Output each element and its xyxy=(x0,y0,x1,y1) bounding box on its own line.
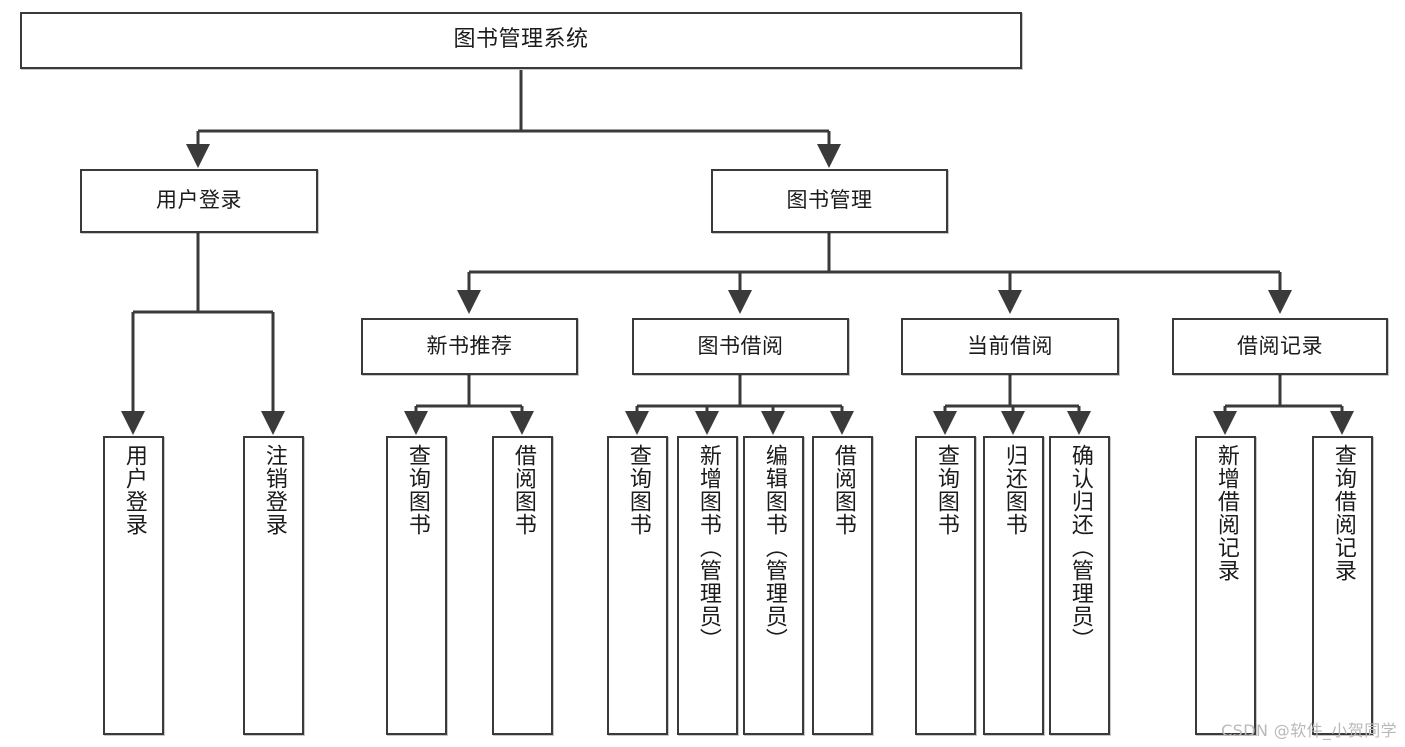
node-user-login[interactable]: 用户登录 xyxy=(80,169,318,233)
node-leaf-query-book-2-label: 查询图书 xyxy=(625,444,651,536)
node-leaf-return-book-label: 归还图书 xyxy=(1001,444,1027,536)
node-borrow-record-label: 借阅记录 xyxy=(1237,333,1323,358)
node-new-book-recommend-label: 新书推荐 xyxy=(426,333,513,358)
node-leaf-query-record[interactable]: 查询借阅记录 xyxy=(1312,436,1373,735)
node-leaf-edit-book-label: 编辑图书（管理员） xyxy=(761,444,787,651)
node-leaf-confirm-return[interactable]: 确认归还（管理员） xyxy=(1049,436,1110,735)
node-leaf-user-login-label: 用户登录 xyxy=(121,444,147,536)
watermark-text: CSDN @软件_小贺同学 xyxy=(1221,721,1397,740)
node-leaf-confirm-return-label: 确认归还（管理员） xyxy=(1067,444,1093,651)
node-leaf-edit-book[interactable]: 编辑图书（管理员） xyxy=(743,436,804,735)
node-current-borrow-label: 当前借阅 xyxy=(967,333,1053,358)
node-leaf-borrow-book-2-label: 借阅图书 xyxy=(830,444,856,536)
node-leaf-query-book-3[interactable]: 查询图书 xyxy=(915,436,976,735)
node-leaf-query-record-label: 查询借阅记录 xyxy=(1330,444,1356,582)
node-book-manage[interactable]: 图书管理 xyxy=(711,169,948,233)
node-leaf-add-record-label: 新增借阅记录 xyxy=(1213,444,1239,582)
node-leaf-return-book[interactable]: 归还图书 xyxy=(983,436,1044,735)
node-leaf-query-book-1-label: 查询图书 xyxy=(404,444,430,536)
node-book-manage-label: 图书管理 xyxy=(786,188,873,213)
node-leaf-user-login[interactable]: 用户登录 xyxy=(103,436,164,735)
node-user-login-label: 用户登录 xyxy=(156,188,242,213)
node-leaf-logout-login[interactable]: 注销登录 xyxy=(243,436,304,735)
node-leaf-logout-login-label: 注销登录 xyxy=(261,444,287,536)
node-book-borrow-label: 图书借阅 xyxy=(697,333,784,358)
node-root-label: 图书管理系统 xyxy=(453,27,589,53)
node-leaf-add-book-label: 新增图书（管理员） xyxy=(695,444,721,651)
node-leaf-borrow-book-1[interactable]: 借阅图书 xyxy=(492,436,553,735)
node-new-book-recommend[interactable]: 新书推荐 xyxy=(361,318,578,375)
node-root[interactable]: 图书管理系统 xyxy=(20,12,1022,69)
node-leaf-query-book-1[interactable]: 查询图书 xyxy=(386,436,447,735)
node-leaf-add-record[interactable]: 新增借阅记录 xyxy=(1195,436,1256,735)
node-leaf-query-book-3-label: 查询图书 xyxy=(933,444,959,536)
node-borrow-record[interactable]: 借阅记录 xyxy=(1172,318,1388,375)
node-leaf-borrow-book-1-label: 借阅图书 xyxy=(510,444,536,536)
node-current-borrow[interactable]: 当前借阅 xyxy=(901,318,1119,375)
node-leaf-query-book-2[interactable]: 查询图书 xyxy=(607,436,668,735)
node-leaf-add-book[interactable]: 新增图书（管理员） xyxy=(677,436,738,735)
node-leaf-borrow-book-2[interactable]: 借阅图书 xyxy=(812,436,873,735)
node-book-borrow[interactable]: 图书借阅 xyxy=(632,318,849,375)
